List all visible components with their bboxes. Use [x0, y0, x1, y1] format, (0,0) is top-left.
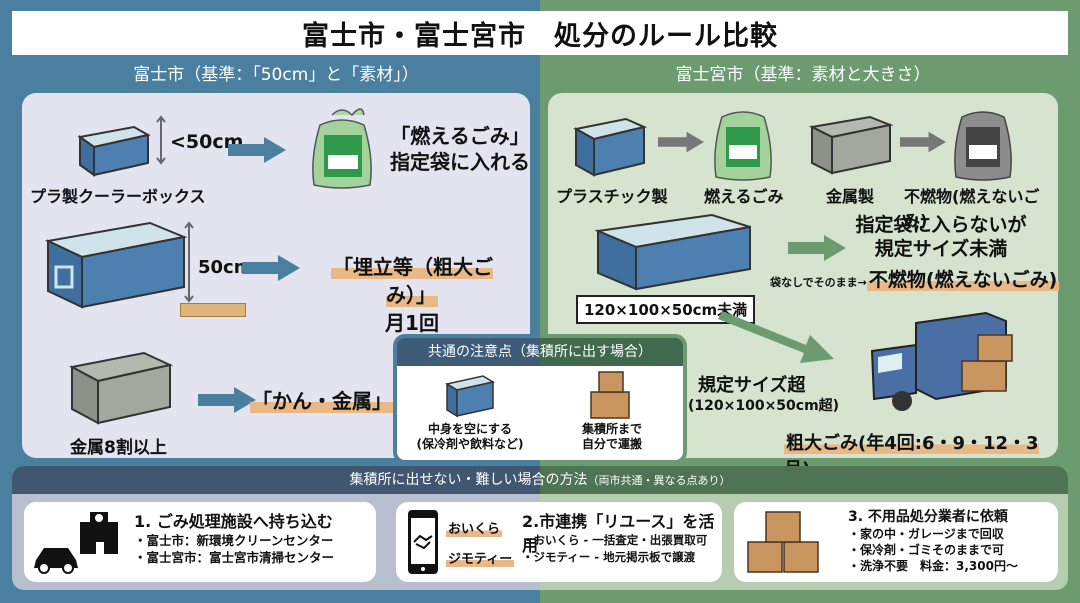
- notice-heading: 共通の注意点（集積所に出す場合）: [397, 338, 683, 366]
- fuji-panel: <50cm プラ製クーラーボックス 「燃えるごみ」 指定袋に入れる 50cm 「…: [22, 93, 530, 458]
- common-notice: 共通の注意点（集積所に出す場合） 中身を空にする (保冷剤や飲料など) 集積所ま…: [393, 334, 687, 464]
- item-label: 金属8割以上: [70, 438, 167, 458]
- medium-line2: 規定サイズ未満: [874, 238, 1008, 260]
- result-label: 不燃物(燃えないごみ): [904, 187, 1040, 230]
- burnable-bag-icon: [714, 111, 772, 181]
- medium-line1: 指定袋に入らないが: [855, 214, 1027, 236]
- notice-item: 集積所まで 自分で運搬: [543, 422, 681, 452]
- large-line1: 規定サイズ超: [698, 375, 806, 396]
- height-arrow-icon: [156, 115, 166, 165]
- card-line: ・洗浄不要 料金：3,300円〜: [848, 559, 1018, 573]
- card-line: ・家の中・ガレージまで回収: [848, 527, 1004, 541]
- result-line1: 「かん・金属」: [250, 389, 394, 413]
- notice-item-line2: (保冷剤や飲料など): [416, 437, 524, 451]
- card-line: ・富士宮市：富士宮市清掃センター: [134, 550, 335, 565]
- item-label: 金属製: [826, 187, 875, 206]
- item-label: プラ製クーラーボックス: [30, 187, 206, 206]
- size-label: <50cm: [170, 131, 244, 153]
- arrow-right-icon: [900, 131, 946, 153]
- card-lines: ・富士市：新環境クリーンセンター ・富士宮市：富士宮市清掃センター: [134, 532, 334, 566]
- card-lines: ・おいくら - 一括査定・出張買取可 ・ジモティー - 地元掲示板で譲渡: [522, 532, 707, 566]
- truck-icon: [870, 311, 1013, 411]
- large-cooler-icon: [44, 221, 188, 309]
- large-line2: (120×100×50cm超): [688, 398, 840, 414]
- reuse-tag-oikura: おいくら: [446, 522, 503, 537]
- method-card-disposal-service: 3. 不用品処分業者に依頼 ・家の中・ガレージまで回収 ・保冷剤・ゴミそのままで…: [734, 502, 1058, 582]
- medium-result-line: 袋なしでそのまま→不燃物(燃えないごみ): [770, 265, 1060, 292]
- arrow-right-icon: [228, 137, 286, 163]
- medium-result-label: 不燃物(燃えないごみ): [866, 269, 1060, 291]
- smartphone-handshake-icon: [408, 510, 438, 574]
- fuji-heading: 富士市（基準：「50cm」と「素材」）: [133, 65, 419, 85]
- method-card-facility: 1. ごみ処理施設へ持ち込む ・富士市：新環境クリーンセンター ・富士宮市：富士…: [24, 502, 376, 582]
- medium-result: 指定袋に入らないが 規定サイズ未満: [826, 213, 1056, 261]
- arrow-right-icon: [198, 387, 256, 413]
- arrow-right-icon: [242, 255, 300, 281]
- result-line2: 指定袋に入れる: [390, 150, 530, 174]
- diagonal-arrow-icon: [718, 311, 834, 363]
- metal-box-icon: [69, 351, 174, 425]
- notice-item-line2: 自分で運搬: [581, 437, 642, 451]
- notice-body: 中身を空にする (保冷剤や飲料など) 集積所まで 自分で運搬: [397, 366, 683, 460]
- cardboard-boxes-icon: [747, 511, 819, 573]
- notice-item-line1: 集積所まで: [581, 422, 642, 436]
- page-title: 富士市・富士宮市 処分のルール比較: [12, 11, 1068, 55]
- result-text: 「かん・金属」: [250, 385, 394, 414]
- card-line: ・ジモティー - 地元掲示板で譲渡: [522, 550, 696, 564]
- method-card-reuse: おいくら ジモティー 2.市連携「リユース」を活用 ・おいくら - 一括査定・出…: [396, 502, 722, 582]
- size-label: 50cm: [198, 257, 253, 278]
- arrow-right-icon: [788, 235, 846, 261]
- cooler-icon: [445, 375, 495, 418]
- card-line: ・保冷剤・ゴミそのままで可: [848, 543, 1005, 557]
- fujinomiya-heading: 富士宮市（基準：素材と大きさ）: [675, 65, 931, 85]
- card-title: 2.市連携「リユース」を活用: [522, 512, 715, 555]
- reuse-tag-jimoty: ジモティー: [446, 552, 515, 567]
- card-line: ・おいくら - 一括査定・出張買取可: [522, 533, 708, 547]
- alternatives-title: 集積所に出せない・難しい場合の方法: [349, 472, 588, 488]
- card-lines: ・家の中・ガレージまで回収 ・保冷剤・ゴミそのままで可 ・洗浄不要 料金：3,3…: [848, 526, 1018, 574]
- metal-box-icon: [808, 115, 894, 175]
- nonburnable-bag-icon: [954, 111, 1012, 181]
- height-arrow-icon: [184, 221, 194, 303]
- facility-car-icon: [34, 512, 118, 574]
- small-cooler-icon: [77, 125, 151, 177]
- result-label: 燃えるごみ: [704, 187, 784, 206]
- alternatives-section: 集積所に出せない・難しい場合の方法（両市共通・異なる点あり） 1. ごみ処理施設…: [12, 466, 1068, 590]
- cardboard-boxes-icon: [590, 371, 630, 419]
- card-line: ・富士市：新環境クリーンセンター: [134, 533, 334, 548]
- result-line2: 月1回: [385, 311, 439, 335]
- medium-prefix: 袋なしでそのまま→: [770, 276, 867, 289]
- notice-item-line1: 中身を空にする: [427, 422, 513, 436]
- result-text: 「燃えるごみ」 指定袋に入れる: [390, 123, 530, 175]
- ruler-icon: [180, 303, 246, 317]
- card-title: 3. 不用品処分業者に依頼: [848, 509, 1008, 525]
- plastic-cooler-icon: [573, 117, 648, 177]
- alternatives-note: （両市共通・異なる点あり）: [587, 474, 731, 487]
- result-line1: 「埋立等（粗大ごみ）」: [331, 255, 493, 307]
- result-text: 「埋立等（粗大ごみ）」 月1回: [312, 253, 512, 337]
- alternatives-heading: 集積所に出せない・難しい場合の方法（両市共通・異なる点あり）: [12, 466, 1068, 494]
- item-label: プラスチック製: [556, 187, 668, 206]
- notice-item: 中身を空にする (保冷剤や飲料など): [401, 422, 539, 452]
- result-line1: 「燃えるごみ」: [390, 124, 530, 148]
- fujinomiya-panel: プラスチック製 燃えるごみ 金属製 不燃物(燃えないごみ) 120×100×50…: [548, 93, 1060, 480]
- large-cooler-icon: [594, 213, 751, 291]
- arrow-right-icon: [658, 131, 704, 153]
- card-title: 1. ごみ処理施設へ持ち込む: [134, 512, 333, 531]
- burnable-bag-icon: [312, 108, 372, 189]
